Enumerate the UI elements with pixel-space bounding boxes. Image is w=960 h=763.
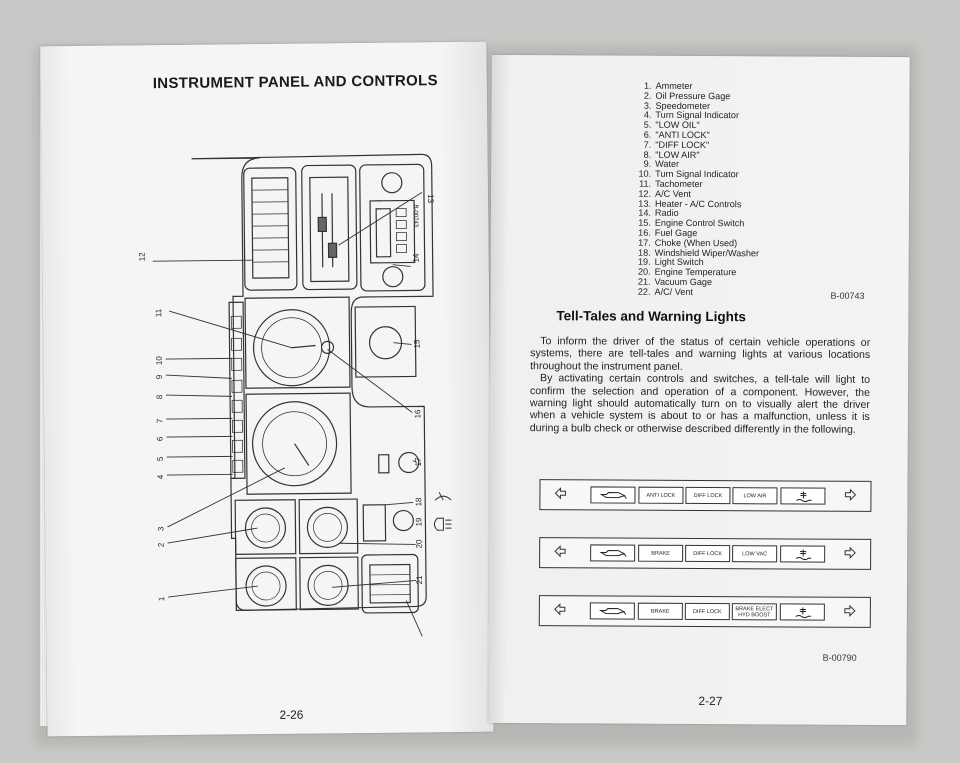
- callout-20: 20: [415, 539, 424, 549]
- legend-item-label: "LOW OIL": [655, 119, 700, 131]
- legend-item-label: "ANTI LOCK": [655, 129, 710, 141]
- callout-7: 7: [155, 418, 164, 423]
- callout-4: 4: [156, 474, 165, 479]
- left-page: INSTRUMENT PANEL AND CONTROLS: [40, 41, 494, 737]
- tell-tale-light: LOW AIR: [732, 487, 778, 505]
- turn-left-arrow-icon: [554, 544, 566, 558]
- paragraph-2: By activating certain controls and switc…: [529, 372, 871, 436]
- oil-can-icon: [589, 602, 635, 620]
- figure-code: B-00743: [412, 204, 418, 227]
- instrument-panel-diagram: 12 13 14 11 10 9 8 7 6 5 4 3 2 1 15 16 1…: [138, 153, 452, 640]
- turn-right-arrow-icon: [844, 604, 856, 618]
- callout-6: 6: [155, 436, 164, 441]
- legend-item-label: Radio: [654, 208, 679, 219]
- legend-figure-code: B-00743: [830, 290, 865, 301]
- headlight-icon: [433, 517, 452, 531]
- callout-11: 11: [154, 308, 163, 317]
- callout-8: 8: [155, 394, 164, 399]
- legend-item-label: Water: [655, 159, 680, 170]
- panel-figure-code: B-00790: [822, 652, 857, 663]
- legend-item-label: Tachometer: [655, 178, 703, 189]
- section-title: Tell-Tales and Warning Lights: [556, 308, 746, 325]
- tell-tale-light: BRAKE ELECT HYD BOOST: [731, 603, 777, 621]
- turn-left-arrow-icon: [554, 602, 566, 616]
- callout-18: 18: [414, 497, 423, 507]
- tell-tale-light: DIFF LOCK: [684, 602, 730, 621]
- turn-right-arrow-icon: [844, 488, 857, 502]
- legend-item-label: Turn Signal Indicator: [655, 110, 740, 121]
- page-number-right: 2-27: [698, 694, 723, 709]
- legend-item-label: Fuel Gage: [654, 227, 698, 238]
- coolant-temperature-icon: [780, 487, 826, 505]
- paragraph-1: To inform the driver of the status of ce…: [530, 335, 871, 373]
- legend-item-label: Ammeter: [655, 80, 693, 91]
- turn-left-arrow-icon: [554, 486, 566, 500]
- callout-16: 16: [413, 409, 422, 419]
- coolant-temperature-icon: [780, 545, 826, 563]
- oil-can-icon: [590, 486, 636, 504]
- tell-tale-light: BRAKE: [638, 544, 684, 562]
- legend-item-label: "DIFF LOCK": [655, 139, 710, 150]
- tell-tale-light: DIFF LOCK: [685, 544, 731, 563]
- callout-17: 17: [414, 457, 423, 467]
- callout-12: 12: [138, 252, 147, 262]
- legend-item-label: Turn Signal Indicator: [655, 168, 739, 180]
- callout-10: 10: [155, 356, 164, 366]
- turn-right-arrow-icon: [844, 546, 856, 560]
- callout-14: 14: [412, 253, 421, 263]
- tell-tale-light: BRAKE: [637, 602, 683, 620]
- callout-9: 9: [155, 374, 164, 379]
- oil-can-icon: [590, 544, 636, 562]
- legend-item-label: A/C/ Vent: [654, 286, 693, 297]
- legend-item-label: "LOW AIR": [655, 149, 700, 160]
- legend-item-label: Speedometer: [655, 100, 711, 111]
- callout-21: 21: [415, 575, 424, 585]
- callout-5: 5: [156, 456, 165, 461]
- windshield-wiper-icon: [434, 491, 452, 501]
- callout-1: 1: [157, 596, 166, 601]
- legend-item-label: Vacuum Gage: [654, 276, 713, 288]
- legend-item-label: Light Switch: [654, 257, 704, 268]
- callout-3: 3: [156, 526, 165, 531]
- callout-13: 13: [426, 194, 435, 204]
- callout-2: 2: [157, 542, 166, 547]
- tell-tale-light: LOW VAC: [732, 545, 778, 563]
- legend-item-label: A/C Vent: [655, 188, 691, 199]
- callout-15: 15: [412, 339, 421, 349]
- tell-tale-light: ANTI LOCK: [638, 486, 684, 504]
- page-number-left: 2-26: [279, 707, 304, 722]
- coolant-temperature-icon: [779, 603, 825, 621]
- legend-item-label: Engine Temperature: [654, 266, 737, 278]
- tell-tale-light: DIFF LOCK: [685, 486, 731, 505]
- legend-item-label: Oil Pressure Gage: [655, 90, 731, 101]
- body-text: To inform the driver of the status of ce…: [530, 335, 871, 436]
- page-title: INSTRUMENT PANEL AND CONTROLS: [152, 72, 438, 93]
- legend-item-number: 22.: [637, 286, 651, 297]
- callout-19: 19: [414, 517, 423, 527]
- legend-item-label: Choke (When Used): [654, 237, 738, 248]
